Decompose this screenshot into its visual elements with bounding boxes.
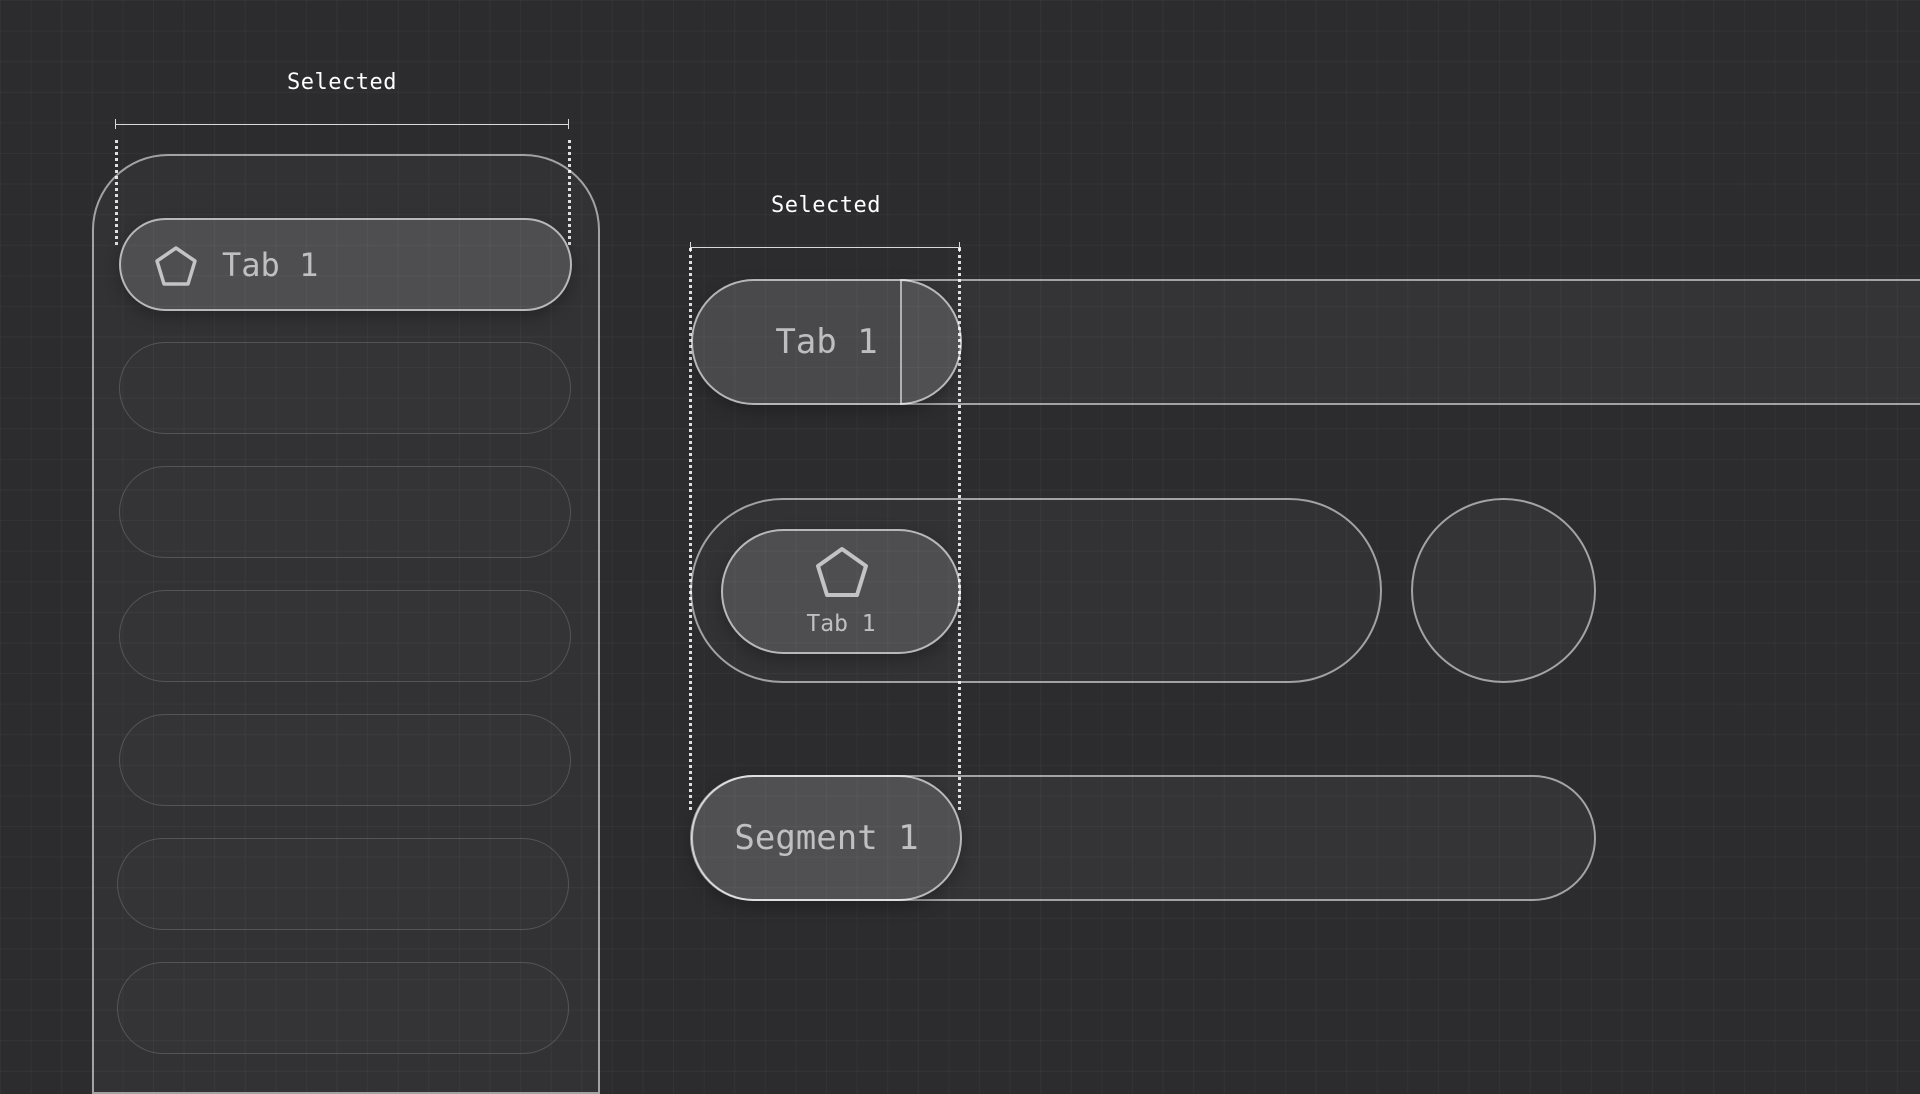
horizontal-measure: Selected [690,190,962,256]
vertical-nav-item[interactable] [117,838,569,930]
tab-bar-item-tab-1[interactable]: Tab 1 [691,279,962,405]
icon-tab-bar-track [690,498,1382,683]
measure-cap-right [568,119,569,129]
segment-1-button[interactable]: Segment 1 [691,775,962,901]
measure-cap-left [690,242,691,252]
vertical-nav-item[interactable] [119,590,571,682]
vertical-nav-item[interactable] [117,962,569,1054]
pentagon-icon [153,244,199,288]
measure-cap-left [115,119,116,129]
segmented-control-track [690,775,1596,901]
segment-label: Segment 1 [734,818,919,858]
tab-bar-track [900,279,1920,405]
measure-line [116,124,568,125]
vertical-nav-item[interactable] [119,466,571,558]
selected-annotation-label: Selected [771,193,881,218]
vertical-nav-measure: Selected [114,0,570,130]
vertical-nav-item-label: Tab 1 [222,246,319,284]
tab-bar-item-label: Tab 1 [775,322,878,362]
pentagon-icon [813,545,871,600]
vertical-nav-item[interactable] [119,342,571,434]
icon-tab-bar-item-tab-1[interactable]: Tab 1 [721,529,961,654]
vertical-nav-item-tab-1[interactable]: Tab 1 [119,218,572,311]
icon-tab-bar-item-label: Tab 1 [806,611,876,637]
guide-right [958,248,961,810]
vertical-nav-item[interactable] [119,714,571,806]
measure-cap-right [959,242,960,252]
floating-action-button[interactable] [1411,498,1596,683]
guide-left [689,248,692,810]
selected-annotation-label: Selected [287,70,397,95]
measure-line [691,247,961,248]
